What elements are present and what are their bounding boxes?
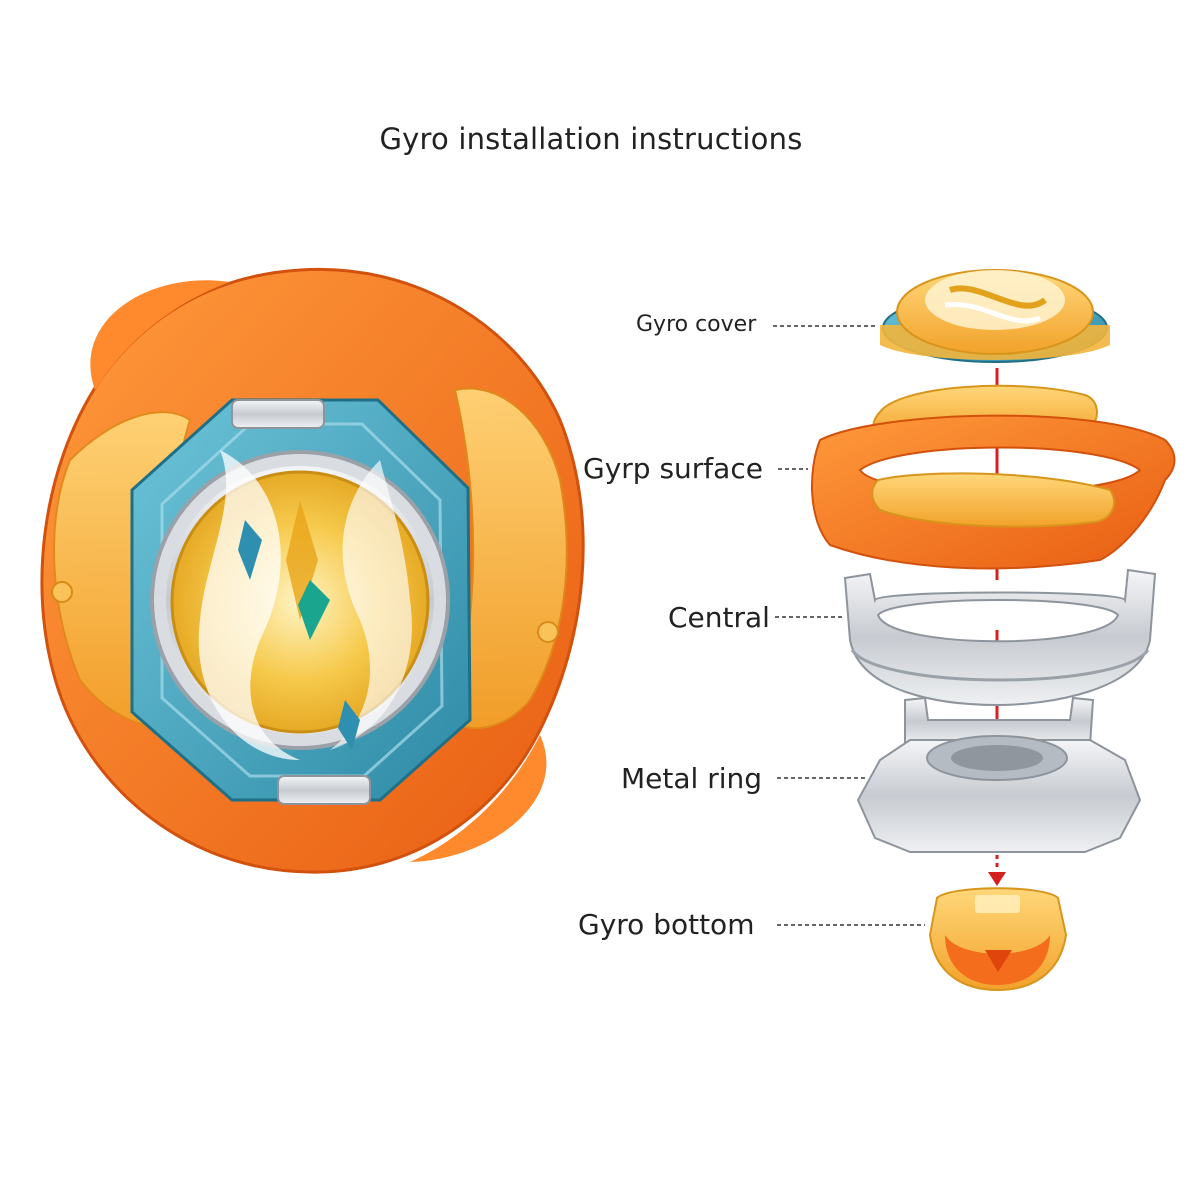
label-gyro-surface: Gyrp surface [583,452,763,485]
assembled-top-image [40,267,585,874]
gyro-surface-image [811,384,1176,570]
metal-ring-image [856,696,1142,853]
label-central: Central [668,601,770,634]
down-arrow-icon [988,872,1006,886]
label-metal-ring: Metal ring [621,762,763,795]
leader-lines [773,325,925,926]
diagram-title: Gyro installation instructions [379,122,803,156]
label-gyro-cover: Gyro cover [636,312,757,337]
gyro-bottom-image [928,887,1068,992]
label-gyro-bottom: Gyro bottom [578,908,755,941]
gyro-cover-image [880,269,1110,363]
central-frame-image [843,568,1157,707]
amber-wing-right [448,387,568,730]
